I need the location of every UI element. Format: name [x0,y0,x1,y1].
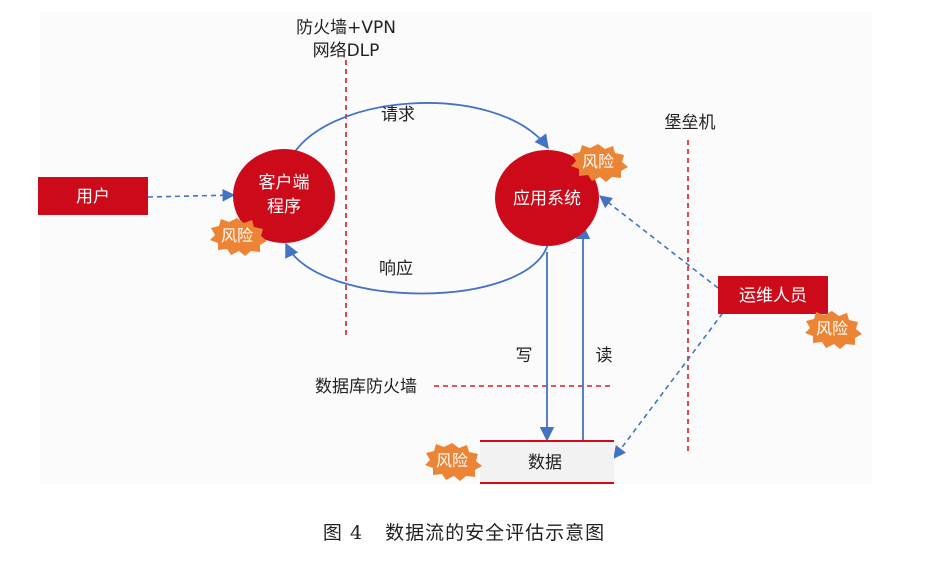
risk-badge-app: 风险 [571,144,628,182]
user-box [38,177,148,215]
diagram-background [40,12,872,484]
risk-label-client: 风险 [221,226,253,245]
risk-label-app: 风险 [582,152,614,171]
user-label: 用户 [76,187,110,207]
figure-title: 数据流的安全评估示意图 [385,522,606,544]
client-label-line2: 程序 [267,197,301,217]
data-box [480,441,614,483]
request-label: 请求 [381,105,415,125]
figure-number: 图 4 [322,522,364,544]
app-system-node [495,150,599,246]
write-label: 写 [516,346,533,366]
ops-to-data-arrow [613,305,729,460]
firewall-vpn-label-line1: 防火墙+VPN [296,18,396,38]
risk-badge-client: 风险 [210,218,267,256]
risk-label-data: 风险 [436,451,468,470]
client-label-line1: 客户端 [259,173,310,193]
risk-badge-data: 风险 [425,443,482,481]
response-label: 响应 [379,259,413,279]
bastion-host-label: 堡垒机 [665,113,716,133]
data-label: 数据 [528,453,562,473]
ops-staff-label: 运维人员 [739,286,807,306]
read-label: 读 [596,346,613,366]
request-arrow [287,102,549,165]
risk-label-ops: 风险 [816,319,848,338]
data-flow-diagram: 用户 客户端 程序 应用系统 运维人员 数据 风险 风险 风险 风险 防火墙 [38,18,862,484]
risk-badge-ops: 风险 [805,311,862,349]
client-node [233,149,335,243]
response-arrow [285,242,549,295]
ops-to-app-arrow [598,195,719,289]
firewall-vpn-label-line2: 网络DLP [313,41,380,61]
figure-caption: 图 4 数据流的安全评估示意图 [0,518,928,545]
app-system-label: 应用系统 [513,189,581,209]
db-firewall-label: 数据库防火墙 [315,377,417,397]
ops-staff-box [718,276,828,314]
user-to-client-arrow [147,188,236,202]
